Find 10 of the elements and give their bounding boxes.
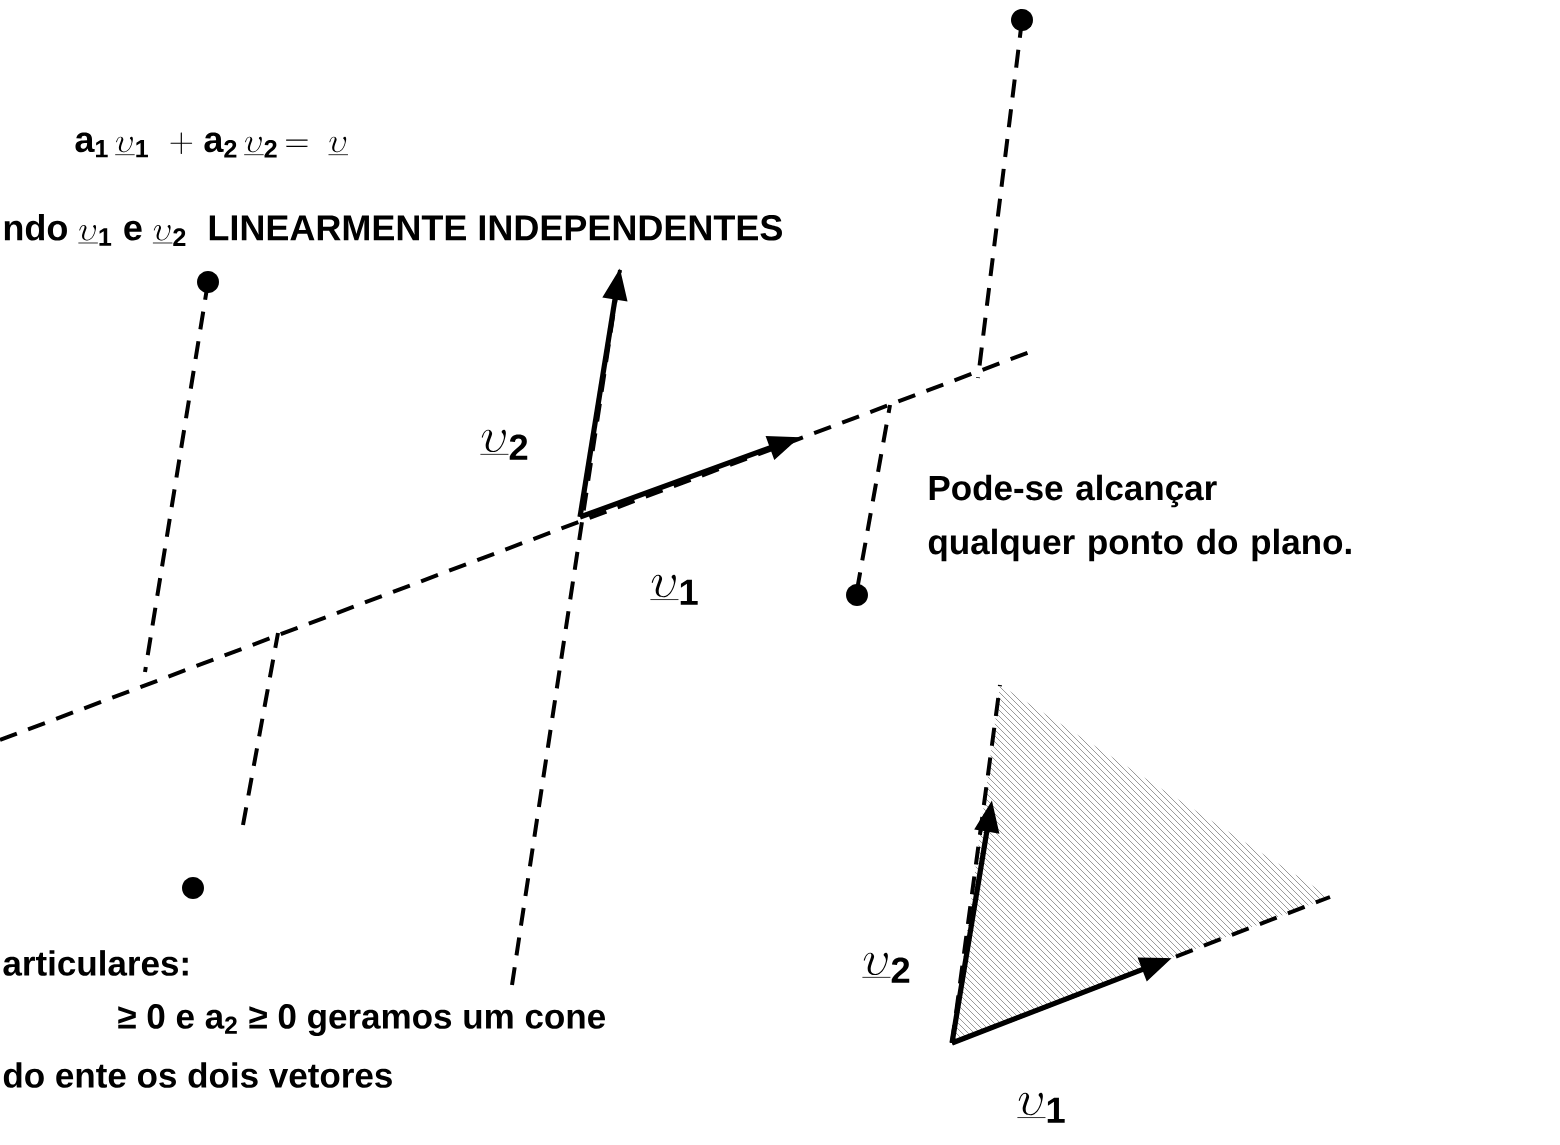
vector-label: $\underline{\upsilon}_{\mathbf{2}}$ [862, 952, 910, 983]
note: ≥ 0 e a$_{2}$ ≥ 0 geramos um cone [118, 1004, 605, 1036]
formula: $\mathbf{a}_{\mathbf{1}}\,\underline{\upsilon}_{\mathbf{1}}\;\;\mathbf{+}\;\mathbf{a}_{\mathbf{2}}\,\underline{\upsilon}_{\mathbf{2}}\,\mathbf{=}\;\;\underline{\upsilon}$ [75, 132, 348, 158]
formula: $\textbf{ndo }\underline{\upsilon}_{\mathbf{1}}\textbf{ e }\underline{\upsilon}_{\mathbf{2}}\textbf{\ \ LINEARMENTE INDEPENDENTES}$ [4, 214, 782, 246]
note: Pode-se alcançar qualquer ponto do plano. [928, 474, 1351, 562]
vector-label: $\underline{\upsilon}_{\mathbf{1}}$ [1017, 1092, 1065, 1123]
vector-label: $\underline{\upsilon}_{\mathbf{1}}$ [650, 574, 698, 605]
note: articulares: [3, 950, 188, 976]
vector-label: $\underline{\upsilon}_{\mathbf{2}}$ [480, 429, 528, 460]
note: do ente os dois vetores [3, 1062, 392, 1088]
